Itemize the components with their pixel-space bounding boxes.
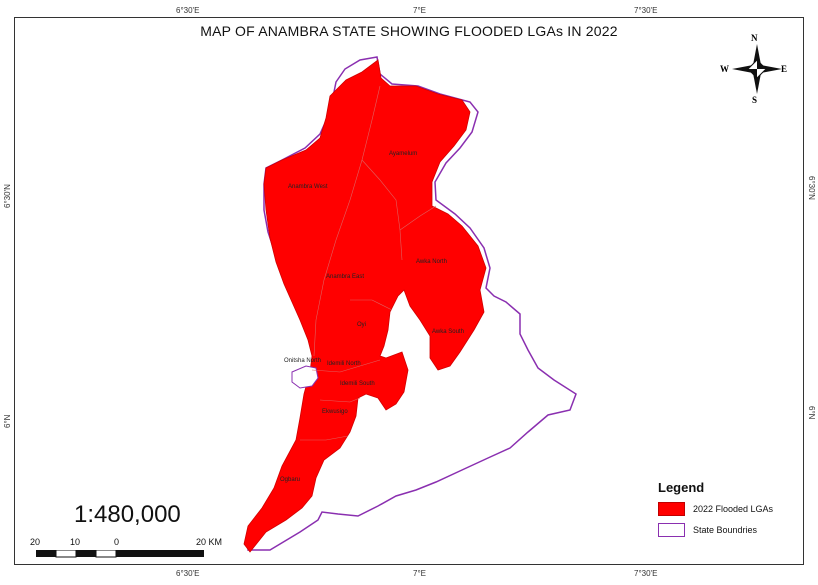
- legend: Legend 2022 Flooded LGAs State Boundries: [652, 480, 792, 537]
- legend-swatch-boundary: [658, 523, 685, 537]
- lga-label-awka-south: Awka South: [432, 329, 464, 335]
- legend-swatch-flooded: [658, 502, 685, 516]
- tick-top-1: 6°30'E: [176, 6, 200, 15]
- flooded-lgas-main: [243, 59, 487, 553]
- compass-s: S: [752, 95, 758, 105]
- scale-label-10: 10: [70, 537, 81, 547]
- lga-label-ogbaru: Ogbaru: [280, 477, 301, 483]
- tick-bottom-1: 6°30'E: [176, 569, 200, 578]
- compass-rose-icon: [732, 44, 782, 94]
- scale-bar: [36, 550, 204, 558]
- legend-label-boundary: State Boundries: [693, 525, 758, 535]
- tick-bottom-2: 7°E: [413, 569, 426, 578]
- legend-title: Legend: [658, 480, 705, 495]
- lga-label-awka-north: Awka North: [416, 259, 447, 265]
- scale-label-0: 0: [114, 537, 120, 547]
- scale-label-20km: 20 KM: [196, 537, 223, 547]
- lga-borders: [300, 85, 437, 441]
- map-title: MAP OF ANAMBRA STATE SHOWING FLOODED LGA…: [200, 23, 618, 39]
- legend-item-flooded: 2022 Flooded LGAs: [658, 502, 792, 516]
- lga-label-onitsha-north: Onitsha North: [284, 358, 322, 364]
- lga-label-ekwusigo: Ekwusigo: [322, 409, 348, 415]
- onitsha-gap: [291, 365, 319, 389]
- lga-label-ayamelum: Ayamelum: [389, 151, 418, 157]
- tick-top-3: 7°30'E: [634, 6, 658, 15]
- tick-top-2: 7°E: [413, 6, 426, 15]
- legend-item-boundary: State Boundries: [658, 523, 792, 537]
- compass-e: E: [781, 64, 788, 74]
- legend-label-flooded: 2022 Flooded LGAs: [693, 504, 774, 514]
- scale-label-20: 20: [30, 537, 41, 547]
- tick-bottom-3: 7°30'E: [634, 569, 658, 578]
- lga-label-idemili-south: Idemili South: [340, 381, 375, 387]
- lga-label-anambra-east: Anambra East: [326, 274, 365, 280]
- lga-label-anambra-west: Anambra West: [288, 184, 328, 190]
- lga-label-oyi: Oyi: [357, 322, 366, 328]
- compass-w: W: [720, 64, 729, 74]
- compass-n: N: [751, 33, 758, 43]
- lga-label-idemili-north: Idemili North: [327, 361, 361, 367]
- scale-ratio: 1:480,000: [74, 501, 181, 528]
